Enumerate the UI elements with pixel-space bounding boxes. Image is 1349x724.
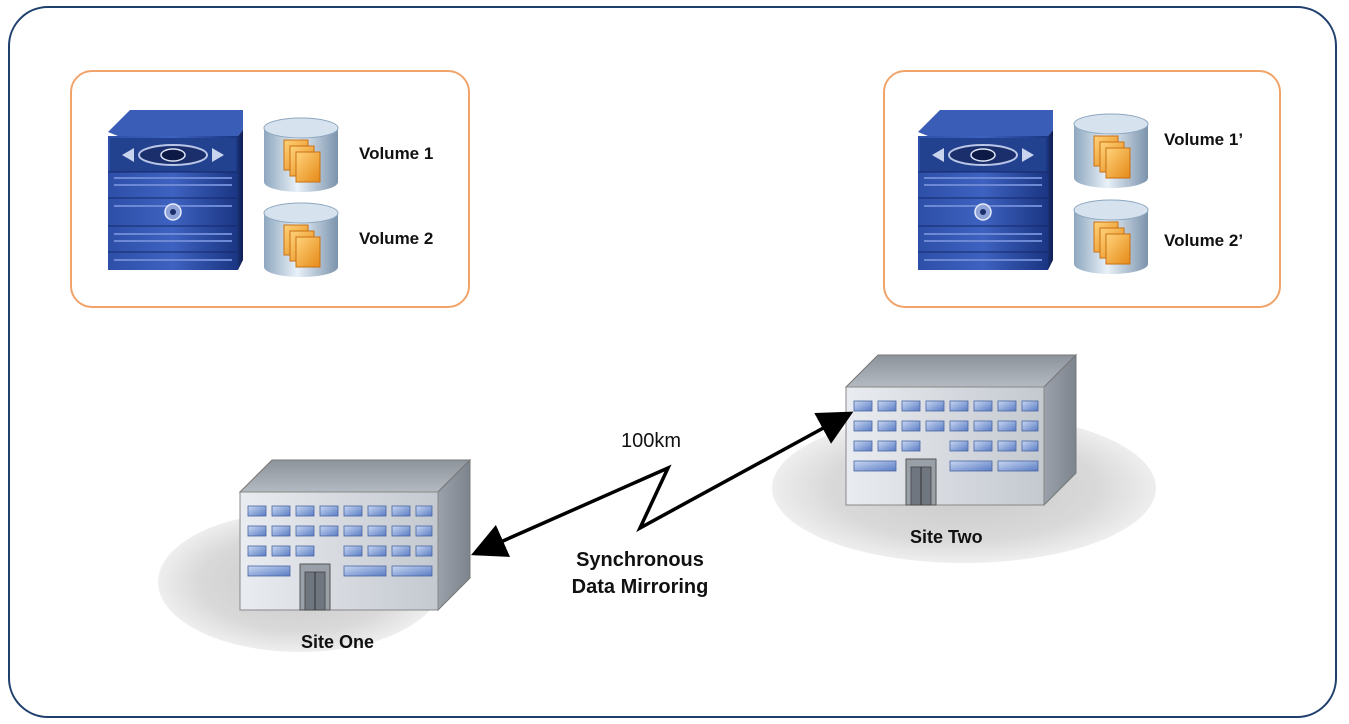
site-two-label: Site Two	[910, 527, 983, 547]
site-one-volume-2-icon	[263, 202, 339, 278]
site-one-volume-1-icon	[263, 117, 339, 193]
site-one-volume-2-label: Volume 2	[359, 229, 434, 248]
site-two-building-icon	[845, 354, 1077, 506]
site-two-volume-1-icon	[1073, 113, 1149, 189]
mirroring-label-line-2: Data Mirroring	[571, 576, 709, 598]
distance-label: 100km	[621, 430, 682, 452]
lightning-link-icon	[470, 411, 854, 557]
site-two-storage-array-icon	[917, 109, 1054, 271]
mirroring-label-line-1: Synchronous	[576, 549, 704, 571]
mirroring-label: Synchronous Data Mirroring	[545, 547, 735, 601]
site-one-building-icon	[239, 459, 471, 611]
site-one-volume-1-label: Volume 1	[359, 144, 434, 163]
site-two-volume-1-label: Volume 1’	[1164, 130, 1244, 149]
site-two-volume-2-label: Volume 2’	[1164, 231, 1244, 250]
site-one-storage-array-icon	[107, 109, 244, 271]
site-two-volume-2-icon	[1073, 199, 1149, 275]
diagram-frame	[8, 6, 1337, 718]
site-one-label: Site One	[301, 632, 375, 652]
